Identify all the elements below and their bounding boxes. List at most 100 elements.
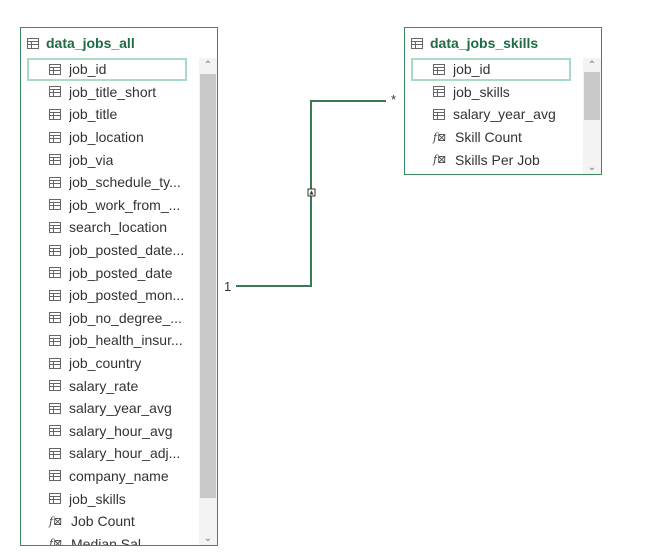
- column-label: job_title_short: [69, 83, 157, 100]
- column-item[interactable]: job_via: [27, 148, 187, 171]
- column-label: job_posted_date: [69, 264, 173, 281]
- column-item[interactable]: job_skills: [27, 487, 187, 510]
- column-label: job_work_from_...: [69, 196, 181, 213]
- scroll-up-icon[interactable]: ⌃: [203, 59, 213, 71]
- column-item[interactable]: job_no_degree_...: [27, 307, 187, 330]
- column-item[interactable]: f⊠ Median Sal...: [27, 532, 187, 545]
- table-icon: [411, 37, 423, 49]
- column-label: Median Sal...: [71, 535, 153, 545]
- table-column-icon: [49, 312, 61, 324]
- column-item[interactable]: job_id: [411, 58, 571, 81]
- column-item[interactable]: job_posted_date...: [27, 239, 187, 262]
- column-label: job_country: [69, 355, 142, 372]
- table-column-icon: [49, 470, 61, 482]
- table-column-icon: [49, 289, 61, 301]
- column-label: salary_hour_avg: [69, 422, 173, 439]
- table-column-icon: [433, 86, 445, 98]
- column-item[interactable]: job_title_short: [27, 81, 187, 104]
- table-column-icon: [49, 199, 61, 211]
- column-label: Skills Per Job: [455, 151, 540, 168]
- column-label: job_via: [69, 151, 114, 168]
- column-item[interactable]: job_country: [27, 352, 187, 375]
- column-item[interactable]: search_location: [27, 216, 187, 239]
- column-label: job_skills: [453, 83, 510, 100]
- column-item[interactable]: salary_year_avg: [411, 103, 571, 126]
- table-column-icon: [49, 63, 61, 75]
- vertical-scrollbar[interactable]: ⌃ ⌄: [199, 58, 217, 545]
- table-card-data-jobs-skills[interactable]: data_jobs_skills job_id job_skills salary_…: [404, 27, 602, 175]
- table-column-icon: [49, 402, 61, 414]
- table-column-icon: [49, 176, 61, 188]
- column-label: salary_hour_adj...: [69, 445, 181, 462]
- column-item[interactable]: salary_year_avg: [27, 397, 187, 420]
- table-column-icon: [49, 334, 61, 346]
- relationship-one-label: 1: [224, 279, 232, 294]
- column-item[interactable]: job_work_from_...: [27, 194, 187, 217]
- scroll-thumb[interactable]: [584, 72, 600, 120]
- table-column-icon: [433, 63, 445, 75]
- scroll-down-icon[interactable]: ⌄: [203, 532, 213, 544]
- table-column-icon: [49, 493, 61, 505]
- table-column-icon: [49, 154, 61, 166]
- measure-fx-icon: f⊠: [433, 130, 447, 144]
- table-header[interactable]: data_jobs_all: [21, 28, 217, 58]
- column-label: salary_rate: [69, 377, 139, 394]
- scroll-up-icon[interactable]: ⌃: [587, 59, 597, 71]
- scroll-thumb[interactable]: [200, 74, 216, 498]
- column-label: job_health_insur...: [69, 332, 183, 349]
- column-item[interactable]: f⊠ Skills Per Job: [411, 148, 571, 171]
- column-label: job_title: [69, 106, 118, 123]
- column-list: job_id job_title_short job_title job_locati…: [21, 58, 199, 545]
- column-label: company_name: [69, 467, 169, 484]
- column-label: job_id: [453, 61, 491, 78]
- column-label: job_schedule_ty...: [69, 174, 181, 191]
- table-column-icon: [49, 86, 61, 98]
- column-label: Job Count: [71, 513, 135, 530]
- column-item[interactable]: job_title: [27, 103, 187, 126]
- column-label: salary_year_avg: [69, 400, 172, 417]
- table-title: data_jobs_all: [46, 35, 135, 51]
- column-item[interactable]: job_posted_mon...: [27, 284, 187, 307]
- column-label: search_location: [69, 219, 168, 236]
- table-column-icon: [433, 108, 445, 120]
- column-label: job_location: [69, 129, 144, 146]
- column-item[interactable]: f⊠ Job Count: [27, 510, 187, 533]
- column-item[interactable]: job_schedule_ty...: [27, 171, 187, 194]
- column-item[interactable]: job_skills: [411, 81, 571, 104]
- table-header[interactable]: data_jobs_skills: [405, 28, 601, 58]
- table-column-icon: [49, 221, 61, 233]
- column-label: job_posted_mon...: [69, 287, 185, 304]
- relationship-many-label: *: [391, 92, 397, 107]
- measure-fx-icon: f⊠: [433, 153, 447, 167]
- column-item[interactable]: job_location: [27, 126, 187, 149]
- column-item[interactable]: job_health_insur...: [27, 329, 187, 352]
- column-label: salary_year_avg: [453, 106, 556, 123]
- column-label: job_skills: [69, 490, 126, 507]
- column-label: job_id: [69, 61, 107, 78]
- column-item[interactable]: company_name: [27, 465, 187, 488]
- measure-fx-icon: f⊠: [49, 537, 63, 545]
- table-column-icon: [49, 131, 61, 143]
- vertical-scrollbar[interactable]: ⌃ ⌄: [583, 58, 601, 174]
- column-label: job_no_degree_...: [69, 309, 182, 326]
- table-title: data_jobs_skills: [430, 35, 539, 51]
- column-item[interactable]: f⊠ Skill Count: [411, 126, 571, 149]
- column-item[interactable]: salary_rate: [27, 374, 187, 397]
- column-item[interactable]: job_id: [27, 58, 187, 81]
- scroll-down-icon[interactable]: ⌄: [587, 161, 597, 173]
- column-item[interactable]: salary_hour_adj...: [27, 442, 187, 465]
- column-item[interactable]: salary_hour_avg: [27, 420, 187, 443]
- measure-fx-icon: f⊠: [49, 514, 63, 528]
- column-label: Skill Count: [455, 129, 522, 146]
- table-icon: [27, 37, 39, 49]
- column-item[interactable]: job_posted_date: [27, 261, 187, 284]
- column-list: job_id job_skills salary_year_avg f⊠ Skill C…: [405, 58, 583, 174]
- table-column-icon: [49, 244, 61, 256]
- table-column-icon: [49, 267, 61, 279]
- table-card-data-jobs-all[interactable]: data_jobs_all job_id job_title_short job_t…: [20, 27, 218, 546]
- table-column-icon: [49, 357, 61, 369]
- filter-arrow-icon: [309, 190, 314, 195]
- table-column-icon: [49, 380, 61, 392]
- table-column-icon: [49, 108, 61, 120]
